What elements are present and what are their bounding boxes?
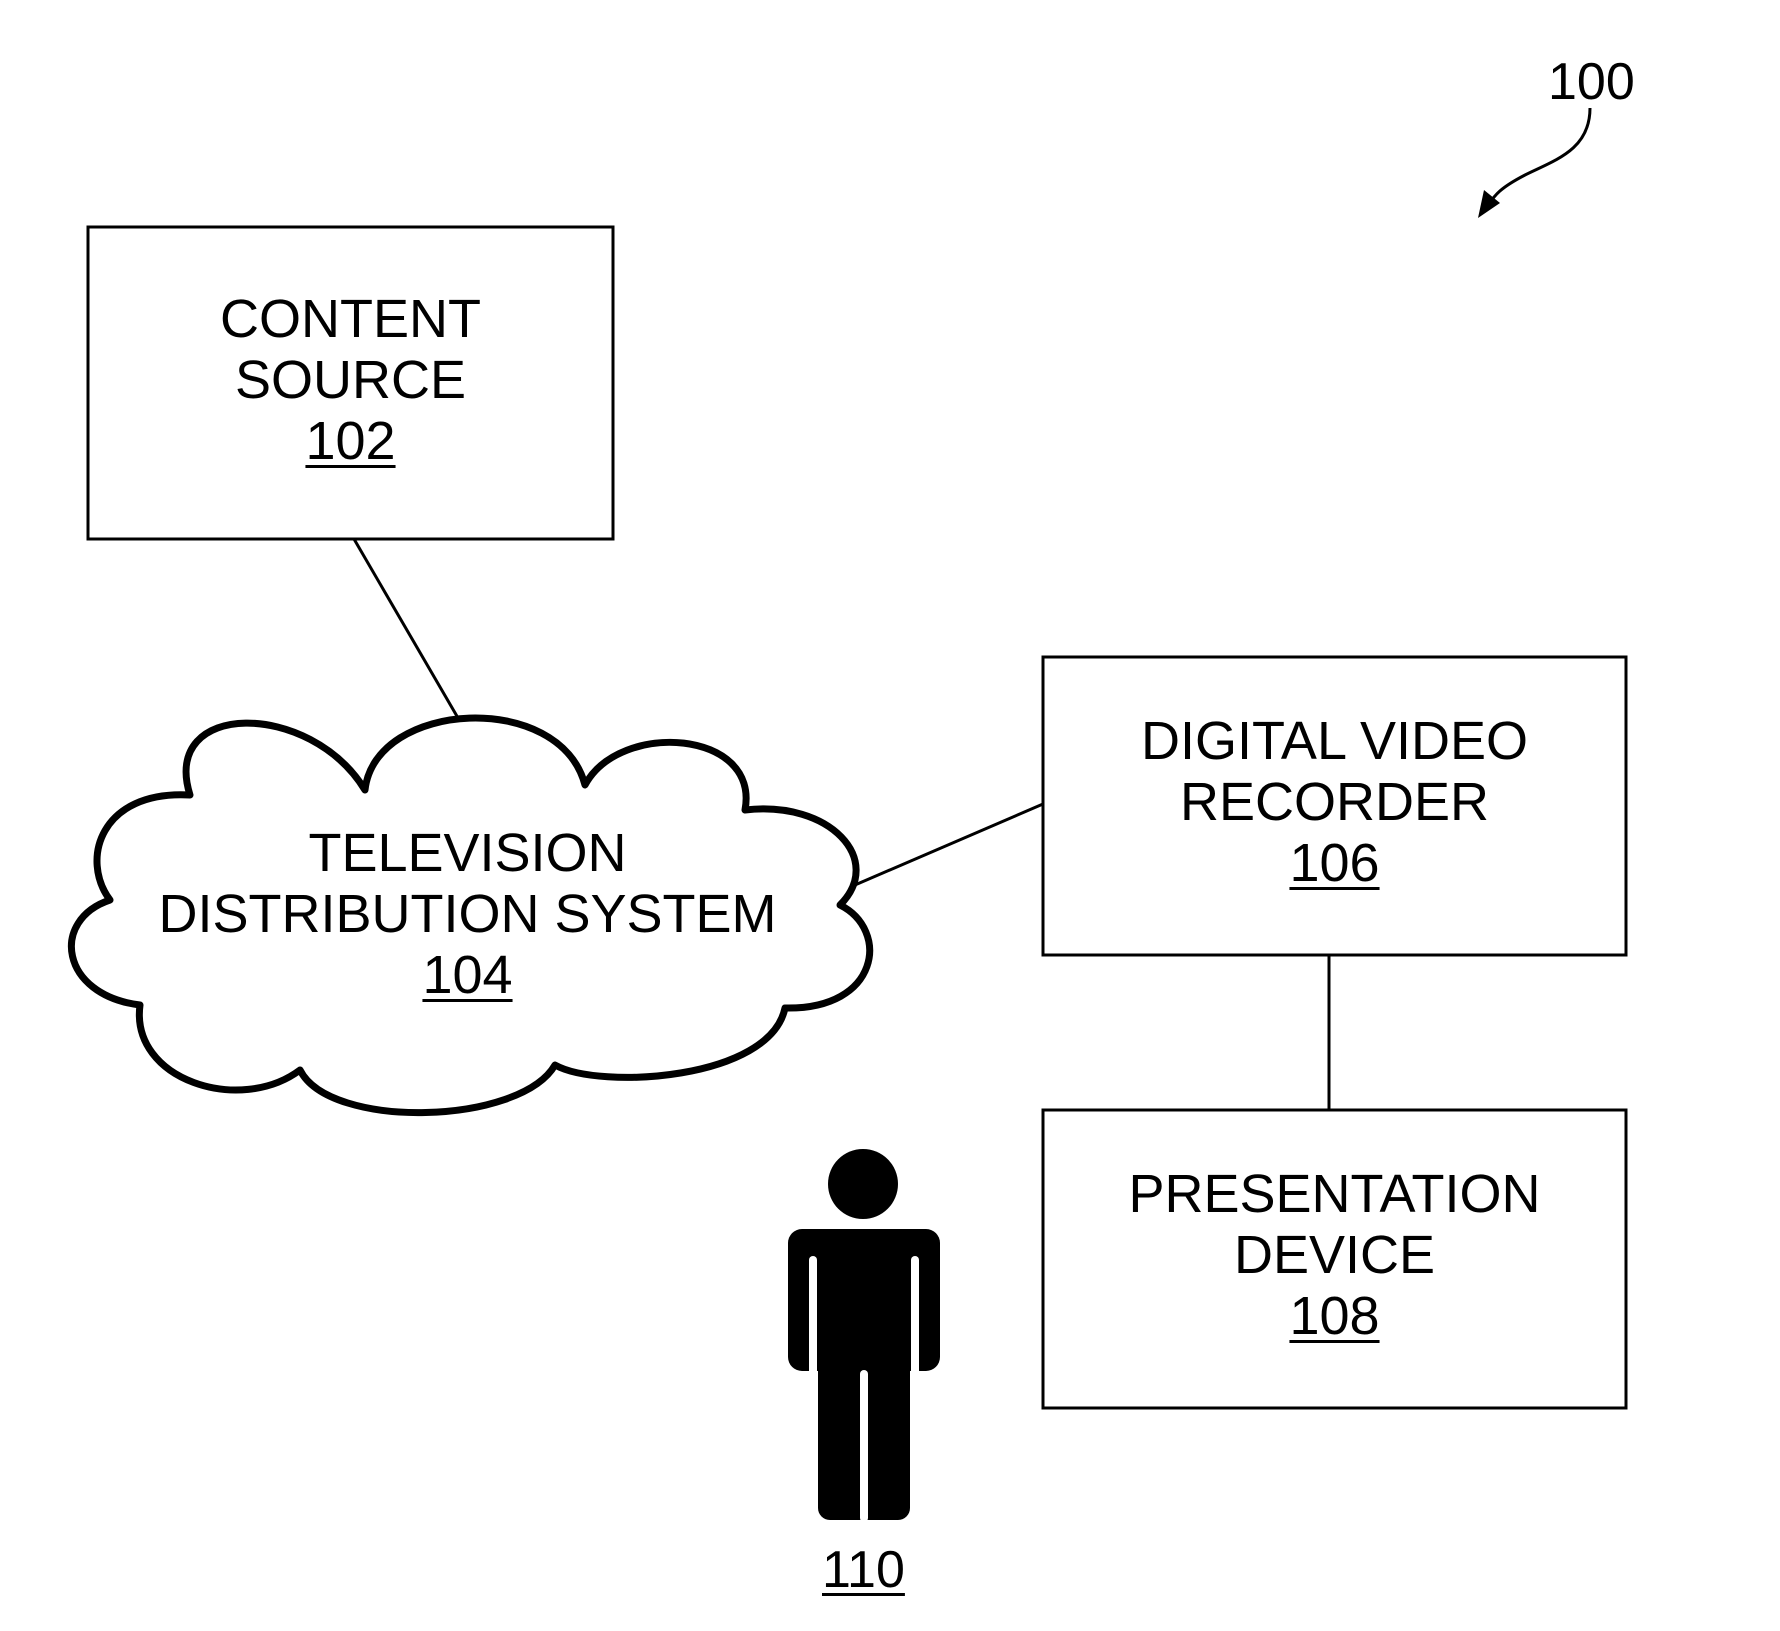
content-source-ref: 102 [88, 411, 613, 472]
content-source-label: CONTENT SOURCE 102 [88, 289, 613, 472]
dvr-ref: 106 [1043, 833, 1626, 894]
content-source-line1: CONTENT [88, 289, 613, 350]
distribution-system-line1: TELEVISION [130, 823, 805, 884]
distribution-system-line2: DISTRIBUTION SYSTEM [130, 884, 805, 945]
distribution-system-label: TELEVISION DISTRIBUTION SYSTEM 104 [130, 823, 805, 1006]
distribution-system-ref: 104 [130, 945, 805, 1006]
presentation-device-line2: DEVICE [1043, 1225, 1626, 1286]
figure-ref-number: 100 [1548, 52, 1635, 112]
content-source-line2: SOURCE [88, 350, 613, 411]
dvr-label: DIGITAL VIDEO RECORDER 106 [1043, 711, 1626, 894]
edge-content-source-to-distribution [354, 539, 465, 730]
dvr-line2: RECORDER [1043, 772, 1626, 833]
presentation-device-ref: 108 [1043, 1286, 1626, 1347]
edge-distribution-to-dvr [848, 804, 1043, 888]
presentation-device-label: PRESENTATION DEVICE 108 [1043, 1164, 1626, 1347]
dvr-line1: DIGITAL VIDEO [1043, 711, 1626, 772]
presentation-device-line1: PRESENTATION [1043, 1164, 1626, 1225]
figure-ref-arrow [1488, 108, 1590, 205]
user-ref: 110 [822, 1540, 905, 1600]
